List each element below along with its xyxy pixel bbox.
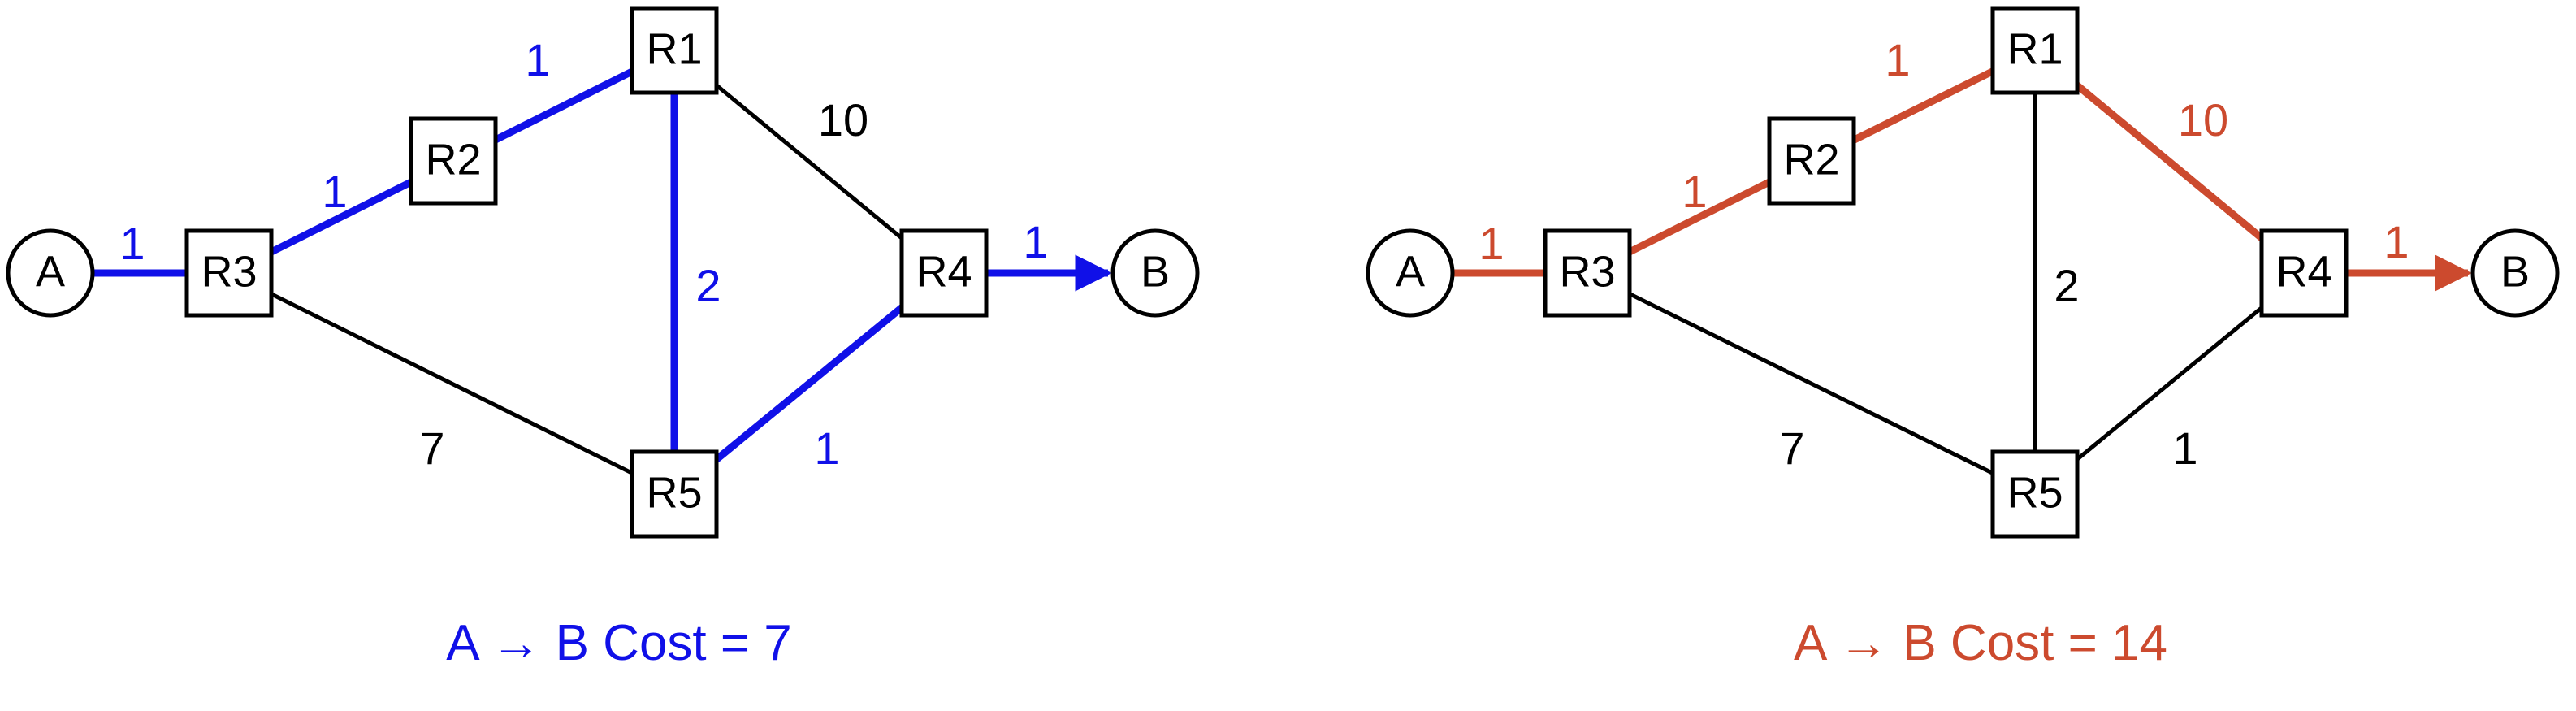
edge-cost-right-R1-R4: 10: [2178, 94, 2228, 145]
edge-cost-right-R2-R1: 1: [1885, 34, 1910, 85]
node-left-r3: R3: [184, 228, 274, 318]
node-right-b: B: [2470, 228, 2560, 318]
caption-left: A → B Cost = 7: [446, 615, 792, 671]
node-right-r3: R3: [1543, 228, 1632, 318]
edge-left-R3-R5: [227, 271, 676, 496]
edge-cost-left-R2-R1: 1: [525, 34, 550, 85]
node-label: R1: [2007, 24, 2063, 73]
node-label: A: [1396, 247, 1425, 296]
edge-cost-left-R5-R4: 1: [814, 423, 839, 474]
router-box: [899, 228, 989, 318]
endpoint-circle: [6, 228, 95, 318]
router-box: [1990, 449, 2080, 539]
edge-cost-left-R3-R2: 1: [322, 166, 347, 217]
router-box: [630, 6, 719, 95]
edge-cost-left-R1-R4: 10: [818, 94, 868, 145]
node-left-r1: R1: [630, 6, 719, 95]
endpoint-circle: [1366, 228, 1455, 318]
endpoint-circle: [1110, 228, 1200, 318]
node-label: B: [1141, 247, 1170, 296]
router-box: [184, 228, 274, 318]
node-right-r5: R5: [1990, 449, 2080, 539]
edge-cost-left-A-R3: 1: [119, 218, 145, 269]
node-label: R3: [201, 247, 257, 296]
node-label: R4: [916, 247, 972, 296]
endpoint-circle: [2470, 228, 2560, 318]
router-box: [2259, 228, 2349, 318]
node-right-r2: R2: [1767, 116, 1856, 206]
node-left-a: A: [6, 228, 95, 318]
node-label: R3: [1559, 247, 1615, 296]
router-box: [1767, 116, 1856, 206]
node-label: R5: [2007, 468, 2063, 517]
node-label: R5: [646, 468, 702, 517]
node-right-a: A: [1366, 228, 1455, 318]
edge-cost-left-R4-B: 1: [1023, 216, 1048, 267]
edge-right-R5-R4: [2033, 271, 2305, 496]
node-label: R2: [425, 135, 481, 184]
router-box: [1543, 228, 1632, 318]
caption-right: A → B Cost = 14: [1794, 615, 2167, 671]
edge-cost-left-R3-R5: 7: [419, 423, 444, 474]
router-box: [630, 449, 719, 539]
node-right-r4: R4: [2259, 228, 2349, 318]
node-left-r4: R4: [899, 228, 989, 318]
edge-cost-right-R3-R2: 1: [1682, 166, 1707, 217]
node-label: R2: [1783, 135, 1839, 184]
labels-layer: 1 1 1 10 2 7 1 1 1 1 1 10 2 7 1 1: [119, 34, 2409, 474]
node-left-r2: R2: [409, 116, 498, 206]
edge-cost-right-R5-R4: 1: [2172, 423, 2197, 474]
edge-right-R3-R5: [1586, 271, 2037, 496]
router-box: [1990, 6, 2080, 95]
edge-left-R5-R4: [672, 270, 946, 497]
edge-cost-right-R3-R5: 7: [1779, 423, 1804, 474]
edge-cost-right-R1-R5: 2: [2054, 260, 2079, 311]
node-label: R4: [2275, 247, 2331, 296]
edge-cost-left-R1-R5: 2: [695, 260, 721, 311]
node-label: R1: [646, 24, 702, 73]
node-left-b: B: [1110, 228, 1200, 318]
router-box: [409, 116, 498, 206]
node-label: B: [2500, 247, 2530, 296]
node-right-r1: R1: [1990, 6, 2080, 95]
node-label: A: [36, 247, 65, 296]
edge-cost-right-A-R3: 1: [1478, 218, 1504, 269]
node-left-r5: R5: [630, 449, 719, 539]
edge-cost-right-R4-B: 1: [2383, 216, 2409, 267]
edge-left-R1-R4: [673, 49, 946, 275]
edge-right-R1-R4: [2033, 47, 2306, 276]
